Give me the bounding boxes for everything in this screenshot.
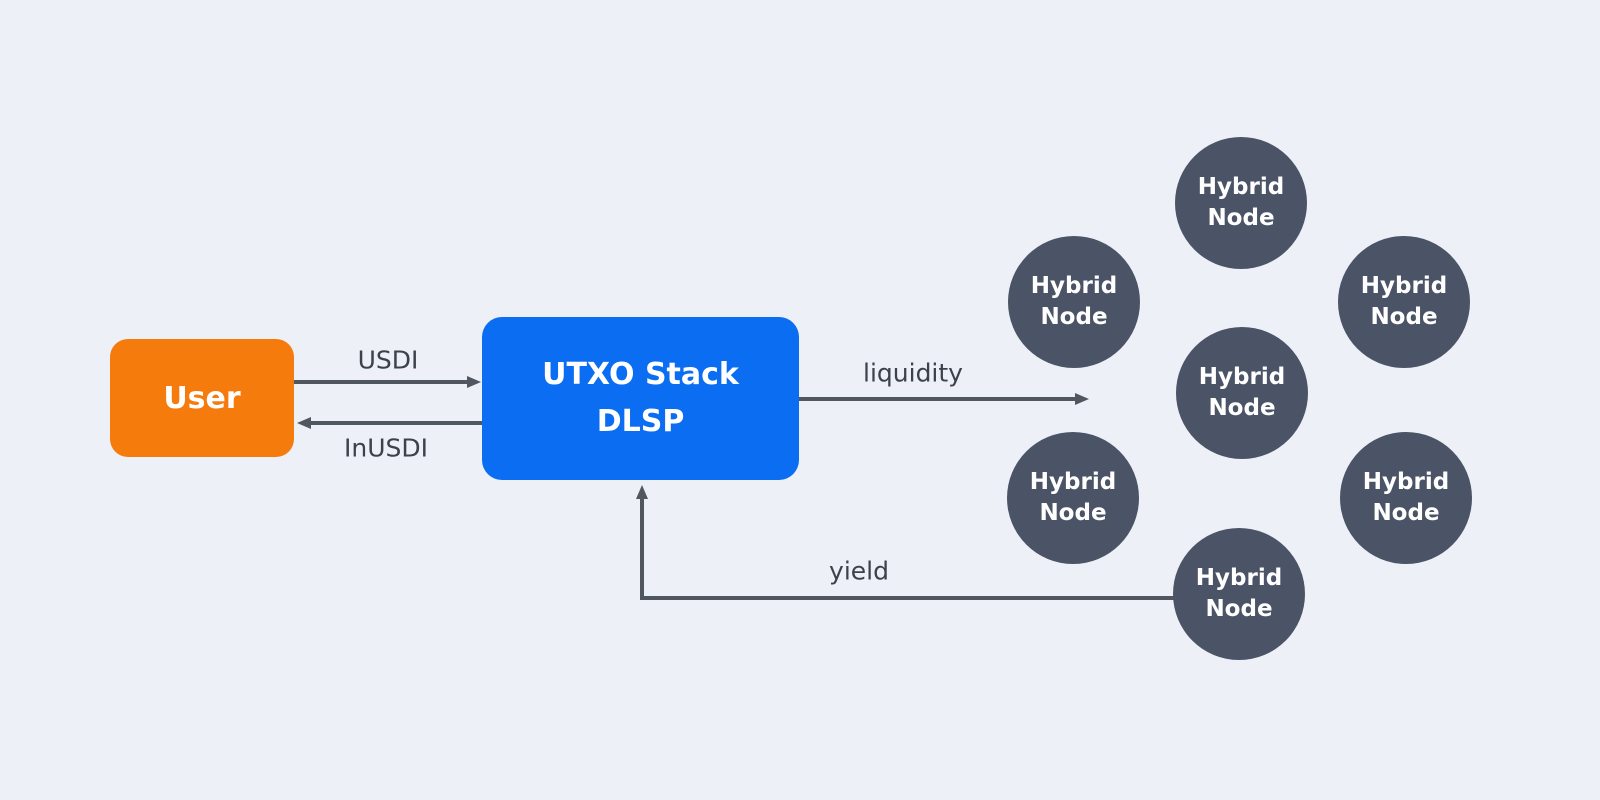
- hybrid-node-top: Hybrid Node: [1175, 137, 1307, 269]
- hybrid-node-center: Hybrid Node: [1176, 327, 1308, 459]
- hybrid-node-label: Hybrid Node: [1029, 468, 1117, 526]
- yield-edge-label: yield: [829, 556, 889, 586]
- hybrid-node-upper-right: Hybrid Node: [1338, 236, 1470, 368]
- hybrid-node-label: Hybrid Node: [1197, 173, 1285, 231]
- utxo-stack-dlsp-box: UTXO Stack DLSP: [482, 317, 799, 480]
- hybrid-node-label: Hybrid Node: [1360, 272, 1448, 330]
- hybrid-node-label: Hybrid Node: [1195, 564, 1283, 622]
- hybrid-node-upper-left: Hybrid Node: [1008, 236, 1140, 368]
- liquidity-edge-label: liquidity: [863, 358, 963, 388]
- hybrid-node-label: Hybrid Node: [1362, 468, 1450, 526]
- hybrid-node-lower-left: Hybrid Node: [1007, 432, 1139, 564]
- edge-yield-arrow: [636, 485, 1200, 600]
- inusdi-edge-label: InUSDI: [343, 433, 429, 463]
- hybrid-node-label: Hybrid Node: [1030, 272, 1118, 330]
- user-box-label: User: [163, 380, 241, 416]
- hybrid-node-label: Hybrid Node: [1198, 363, 1286, 421]
- usdi-edge-label: USDI: [357, 345, 419, 375]
- utxo-stack-dlsp-label: UTXO Stack DLSP: [542, 357, 739, 439]
- user-box: User: [110, 339, 294, 457]
- hybrid-node-bottom: Hybrid Node: [1173, 528, 1305, 660]
- hybrid-node-lower-right: Hybrid Node: [1340, 432, 1472, 564]
